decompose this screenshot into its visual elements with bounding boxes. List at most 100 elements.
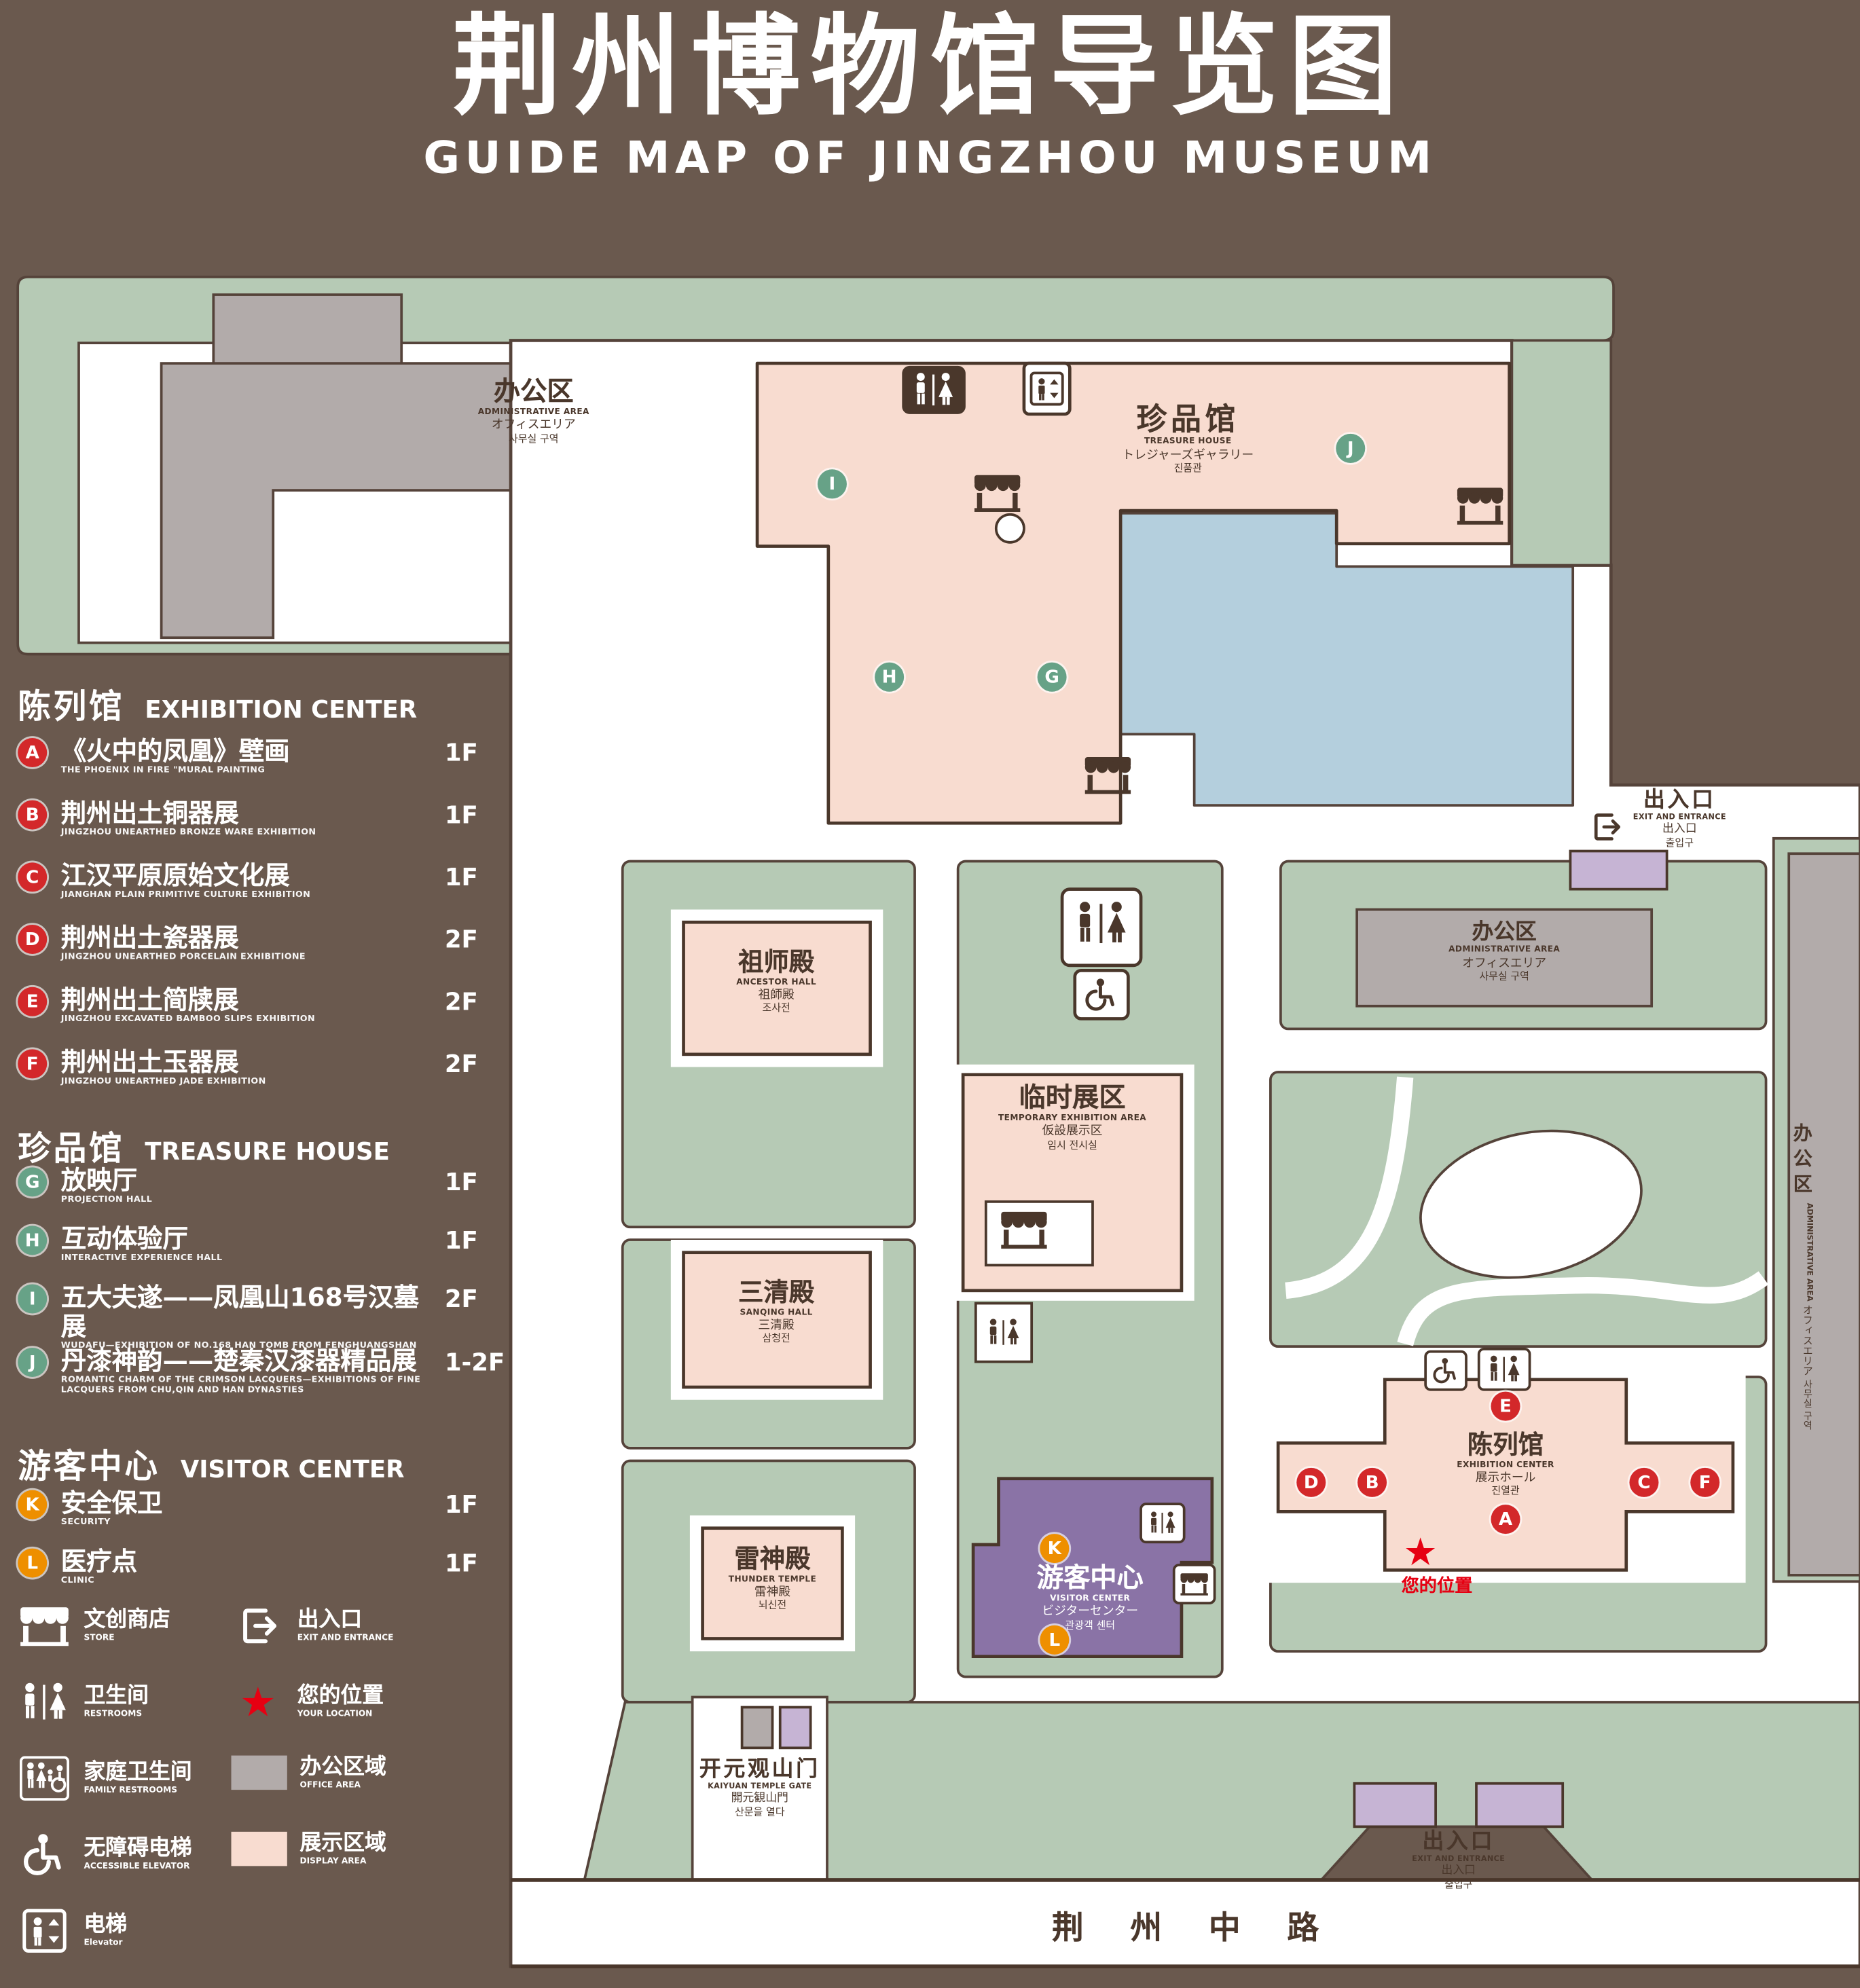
label-kaiyuan-gate: 开元观山门 KAIYUAN TEMPLE GATE 開元観山門 산문을 열다 bbox=[699, 1756, 820, 1818]
store-icon bbox=[1453, 485, 1507, 526]
label-admin-east: 办公区 ADMINISTRATIVE AREA オフィスエリア 사무실 구역 bbox=[1448, 919, 1561, 982]
label-ancestor-hall: 祖师殿 ANCESTOR HALL 祖師殿 조사전 bbox=[736, 946, 817, 1014]
restroom-icon bbox=[910, 371, 958, 409]
floor-badge: 1F bbox=[444, 1168, 478, 1197]
map-marker-A: A bbox=[1491, 1505, 1520, 1534]
label-admin-northwest: 办公区 ADMINISTRATIVE AREA オフィスエリア 사무실 구역 bbox=[477, 375, 589, 445]
map-marker-D: D bbox=[1296, 1467, 1326, 1497]
map-marker-F: F bbox=[1690, 1467, 1720, 1497]
label-sanqing-hall: 三清殿 SANQING HALL 三清殿 삼청전 bbox=[737, 1276, 815, 1345]
store-icon bbox=[1179, 1571, 1209, 1596]
restroom-icon bbox=[985, 1314, 1023, 1352]
header: 荆州博物馆导览图 GUIDE MAP OF JINGZHOU MUSEUM bbox=[0, 7, 1860, 183]
floor-badge: 1F bbox=[444, 1549, 478, 1578]
store-icon bbox=[970, 473, 1024, 513]
floor-badge: 1F bbox=[444, 739, 478, 768]
map-marker-J: J bbox=[1336, 433, 1366, 463]
accessible-restroom-icon bbox=[1084, 977, 1119, 1012]
floor-badge: 1F bbox=[444, 864, 478, 892]
store-icon bbox=[18, 1603, 71, 1649]
page-subtitle: GUIDE MAP OF JINGZHOU MUSEUM bbox=[423, 132, 1437, 184]
marker-badge-B: B bbox=[18, 800, 48, 830]
map-marker-B: B bbox=[1357, 1467, 1387, 1497]
floor-badge: 1-2F bbox=[444, 1348, 505, 1378]
marker-badge-K: K bbox=[18, 1490, 48, 1520]
label-temporary-exhibition: 临时展区 TEMPORARY EXHIBITION AREA 仮設展示区 임시 … bbox=[998, 1082, 1147, 1151]
store-icon bbox=[1081, 754, 1135, 795]
family-restroom-icon bbox=[18, 1756, 71, 1801]
label-admin-east-strip: 办公区 ADMINISTRATIVE AREA オフィスエリア 사무실 구역 bbox=[1791, 1122, 1814, 1431]
label-exit-bottom: 出入口 EXIT AND ENTRANCE 出入口 출입구 bbox=[1412, 1829, 1506, 1890]
marker-badge-H: H bbox=[18, 1226, 48, 1255]
map-marker-E: E bbox=[1491, 1391, 1520, 1421]
label-treasure-house: 珍品馆 TREASURE HOUSE トレジャーズギャラリー 진품관 bbox=[1122, 401, 1254, 475]
floor-badge: 2F bbox=[444, 988, 478, 1016]
floor-badge: 2F bbox=[444, 1050, 478, 1079]
marker-badge-I: I bbox=[18, 1284, 48, 1314]
floor-badge: 1F bbox=[444, 1227, 478, 1255]
location-star-icon: ★ bbox=[239, 1678, 276, 1727]
label-visitor-center: 游客中心 VISITOR CENTER ビジターセンター 관광객 센터 bbox=[1036, 1562, 1144, 1631]
map-marker-H: H bbox=[875, 662, 905, 692]
map-marker-G: G bbox=[1037, 662, 1067, 692]
office-area-swatch bbox=[231, 1755, 287, 1790]
map-marker-L: L bbox=[1040, 1625, 1070, 1655]
floor-badge: 2F bbox=[444, 925, 478, 955]
map-marker-C: C bbox=[1629, 1467, 1659, 1497]
label-thunder-temple: 雷神殿 THUNDER TEMPLE 雷神殿 뇌신전 bbox=[728, 1543, 817, 1612]
floor-badge: 1F bbox=[444, 1491, 478, 1520]
accessible-elevator-icon bbox=[18, 1832, 71, 1877]
floor-badge: 1F bbox=[444, 801, 478, 830]
label-exhibition-center: 陈列馆 EXHIBITION CENTER 展示ホール 진열관 bbox=[1457, 1429, 1554, 1497]
store-icon bbox=[999, 1209, 1050, 1250]
display-area-swatch bbox=[231, 1831, 287, 1866]
marker-badge-L: L bbox=[18, 1548, 48, 1578]
page-title: 荆州博物馆导览图 bbox=[452, 3, 1408, 131]
marker-badge-E: E bbox=[18, 987, 48, 1016]
marker-badge-G: G bbox=[18, 1167, 48, 1197]
marker-badge-F: F bbox=[18, 1049, 48, 1079]
floor-badge: 2F bbox=[444, 1285, 478, 1314]
elevator-icon bbox=[18, 1908, 71, 1953]
accessible-elevator-icon bbox=[1431, 1357, 1461, 1384]
label-exit-right: 出入口 EXIT AND ENTRANCE 出入口 출입구 bbox=[1633, 787, 1726, 849]
marker-badge-J: J bbox=[18, 1348, 48, 1378]
marker-badge-D: D bbox=[18, 925, 48, 955]
restroom-icon bbox=[1071, 900, 1132, 948]
restroom-icon bbox=[1485, 1354, 1523, 1384]
marker-badge-A: A bbox=[18, 737, 48, 768]
marker-badge-C: C bbox=[18, 862, 48, 892]
exit-icon bbox=[232, 1603, 285, 1649]
your-location-star: ★ bbox=[1404, 1530, 1438, 1575]
elevator-icon bbox=[1029, 369, 1064, 409]
map-marker-K: K bbox=[1040, 1534, 1070, 1564]
exit-icon bbox=[1588, 808, 1624, 846]
map-marker-I: I bbox=[817, 469, 847, 499]
road-label: 荆 州 中 路 bbox=[1051, 1909, 1337, 1947]
restroom-icon bbox=[1146, 1511, 1180, 1536]
